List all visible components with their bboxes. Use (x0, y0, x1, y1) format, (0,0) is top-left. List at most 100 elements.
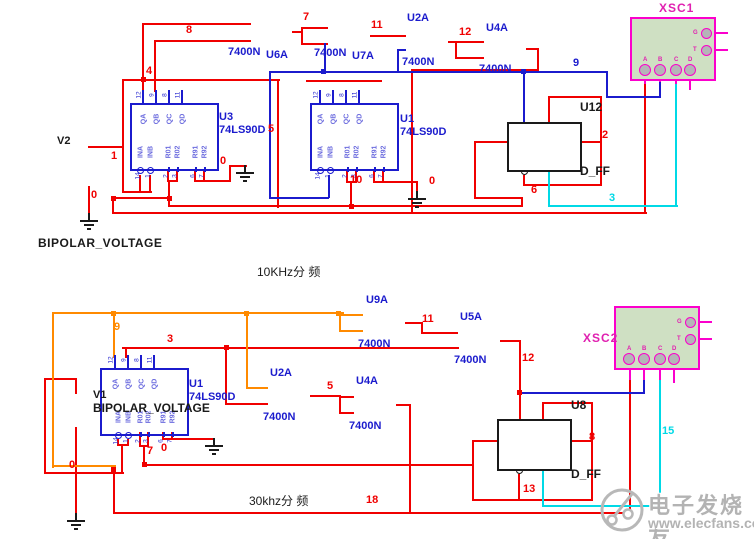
dff-u12[interactable] (507, 122, 582, 172)
wire-segment (397, 49, 406, 51)
scope-terminal-c[interactable] (654, 353, 666, 365)
wire-segment (292, 31, 302, 33)
chip-pin-stub (168, 90, 170, 103)
wire-segment (523, 71, 525, 123)
chip-pin-number: 9 (148, 93, 156, 97)
chip-u1-74ls90d[interactable] (310, 103, 399, 171)
net-label-9: 9 (573, 57, 580, 69)
wire-segment (421, 332, 458, 334)
net-label-3: 3 (167, 333, 174, 345)
wire-segment (147, 432, 149, 446)
chip-pin-number: 7 (198, 174, 206, 178)
dff-part-label: D_FF (580, 164, 610, 178)
wire-segment (548, 96, 602, 98)
junction-dot (336, 311, 341, 316)
wire-segment (472, 440, 499, 442)
chip-pin-stub (358, 90, 360, 103)
chip-ref-label: U3 (219, 111, 234, 123)
wire-segment (716, 32, 728, 34)
wire-segment (149, 175, 151, 193)
gate-part-label: 7400N (263, 411, 296, 423)
net-label-1: 1 (111, 150, 118, 162)
scope-terminal-c[interactable] (670, 64, 682, 76)
scope-terminal-g[interactable] (685, 317, 696, 328)
junction-dot (521, 69, 526, 74)
scope-terminal-b[interactable] (654, 64, 666, 76)
wire-segment (339, 312, 341, 332)
wire-segment (542, 467, 544, 507)
junction-dot (142, 462, 147, 467)
wire-segment (339, 330, 363, 332)
junction-dot (141, 77, 146, 82)
scope-terminal-label: B (642, 346, 647, 352)
chip-part-label: 74LS90D (219, 124, 266, 136)
chip-pin-number: 9 (325, 93, 333, 97)
dff-ref-label: U8 (571, 398, 587, 412)
gate-ref-label: U4A (356, 375, 379, 387)
wire-segment (370, 35, 406, 37)
wire-segment (162, 438, 173, 440)
wire-segment (143, 446, 145, 465)
wire-segment (355, 171, 357, 183)
scope-terminal-a[interactable] (623, 353, 635, 365)
wire-segment (167, 171, 169, 182)
gate-part-label: 7400N (349, 420, 382, 432)
chip-pin-number: 1 (144, 174, 152, 178)
chip-pin-number: 3 (171, 174, 179, 178)
wire-segment (194, 180, 231, 182)
wire-segment (472, 440, 474, 501)
wire-segment (409, 404, 411, 514)
scope-ref-label: XSC1 (659, 1, 695, 15)
wire-segment (117, 444, 129, 446)
wire-segment (52, 465, 116, 467)
wire-segment (113, 197, 171, 199)
net-label-11: 11 (422, 313, 434, 325)
chip-pin-number: 11 (174, 91, 182, 99)
wire-segment (700, 321, 712, 323)
chip-u3-74ls90d[interactable] (130, 103, 219, 171)
scope-terminal-g[interactable] (701, 28, 712, 39)
scope-terminal-d[interactable] (684, 64, 696, 76)
chip-pin-number: 8 (133, 358, 141, 362)
dff-u8[interactable] (497, 419, 572, 471)
net-label-3: 3 (609, 192, 616, 204)
wire-segment (301, 27, 303, 45)
wire-segment (643, 380, 645, 394)
wire-segment (700, 338, 712, 340)
wire-segment (416, 181, 418, 192)
wire-segment (122, 79, 124, 193)
ground-icon (408, 191, 426, 208)
net-label-15: 15 (662, 425, 675, 437)
ground-icon (205, 438, 223, 455)
chip-pin-stub (345, 90, 347, 103)
scope-terminal-t[interactable] (685, 334, 696, 345)
scope-terminal-label: A (643, 57, 648, 63)
wire-segment (405, 322, 423, 324)
scope-terminal-t[interactable] (701, 45, 712, 56)
wire-segment (518, 474, 520, 500)
wire-segment (75, 427, 77, 514)
wire-segment (246, 387, 268, 389)
scope-terminal-label: T (677, 336, 681, 342)
scope-terminal-d[interactable] (668, 353, 680, 365)
chip-pin-number: 1 (122, 439, 130, 443)
gate-part-label: 7400N (314, 47, 347, 59)
wire-segment (339, 412, 354, 414)
scope-terminal-a[interactable] (639, 64, 651, 76)
source-type-label: BIPOLAR_VOLTAGE (93, 401, 210, 415)
wire-segment (52, 312, 54, 468)
wire-segment (112, 197, 114, 214)
bipolar-top: BIPOLAR_VOLTAGE (38, 236, 163, 250)
scope-terminal-b[interactable] (638, 353, 650, 365)
chip-pin-number: 6 (189, 174, 197, 178)
ground-icon (236, 165, 254, 182)
scope-terminal-label: T (693, 47, 697, 53)
chip-pin-number: 8 (161, 93, 169, 97)
wire-segment (339, 396, 354, 398)
gate-ref-label: U2A (270, 367, 293, 379)
chip-u1-74ls90d[interactable] (100, 368, 189, 436)
wire-segment (44, 472, 124, 474)
net-label-5: 5 (327, 380, 334, 392)
wire-segment (229, 165, 231, 182)
